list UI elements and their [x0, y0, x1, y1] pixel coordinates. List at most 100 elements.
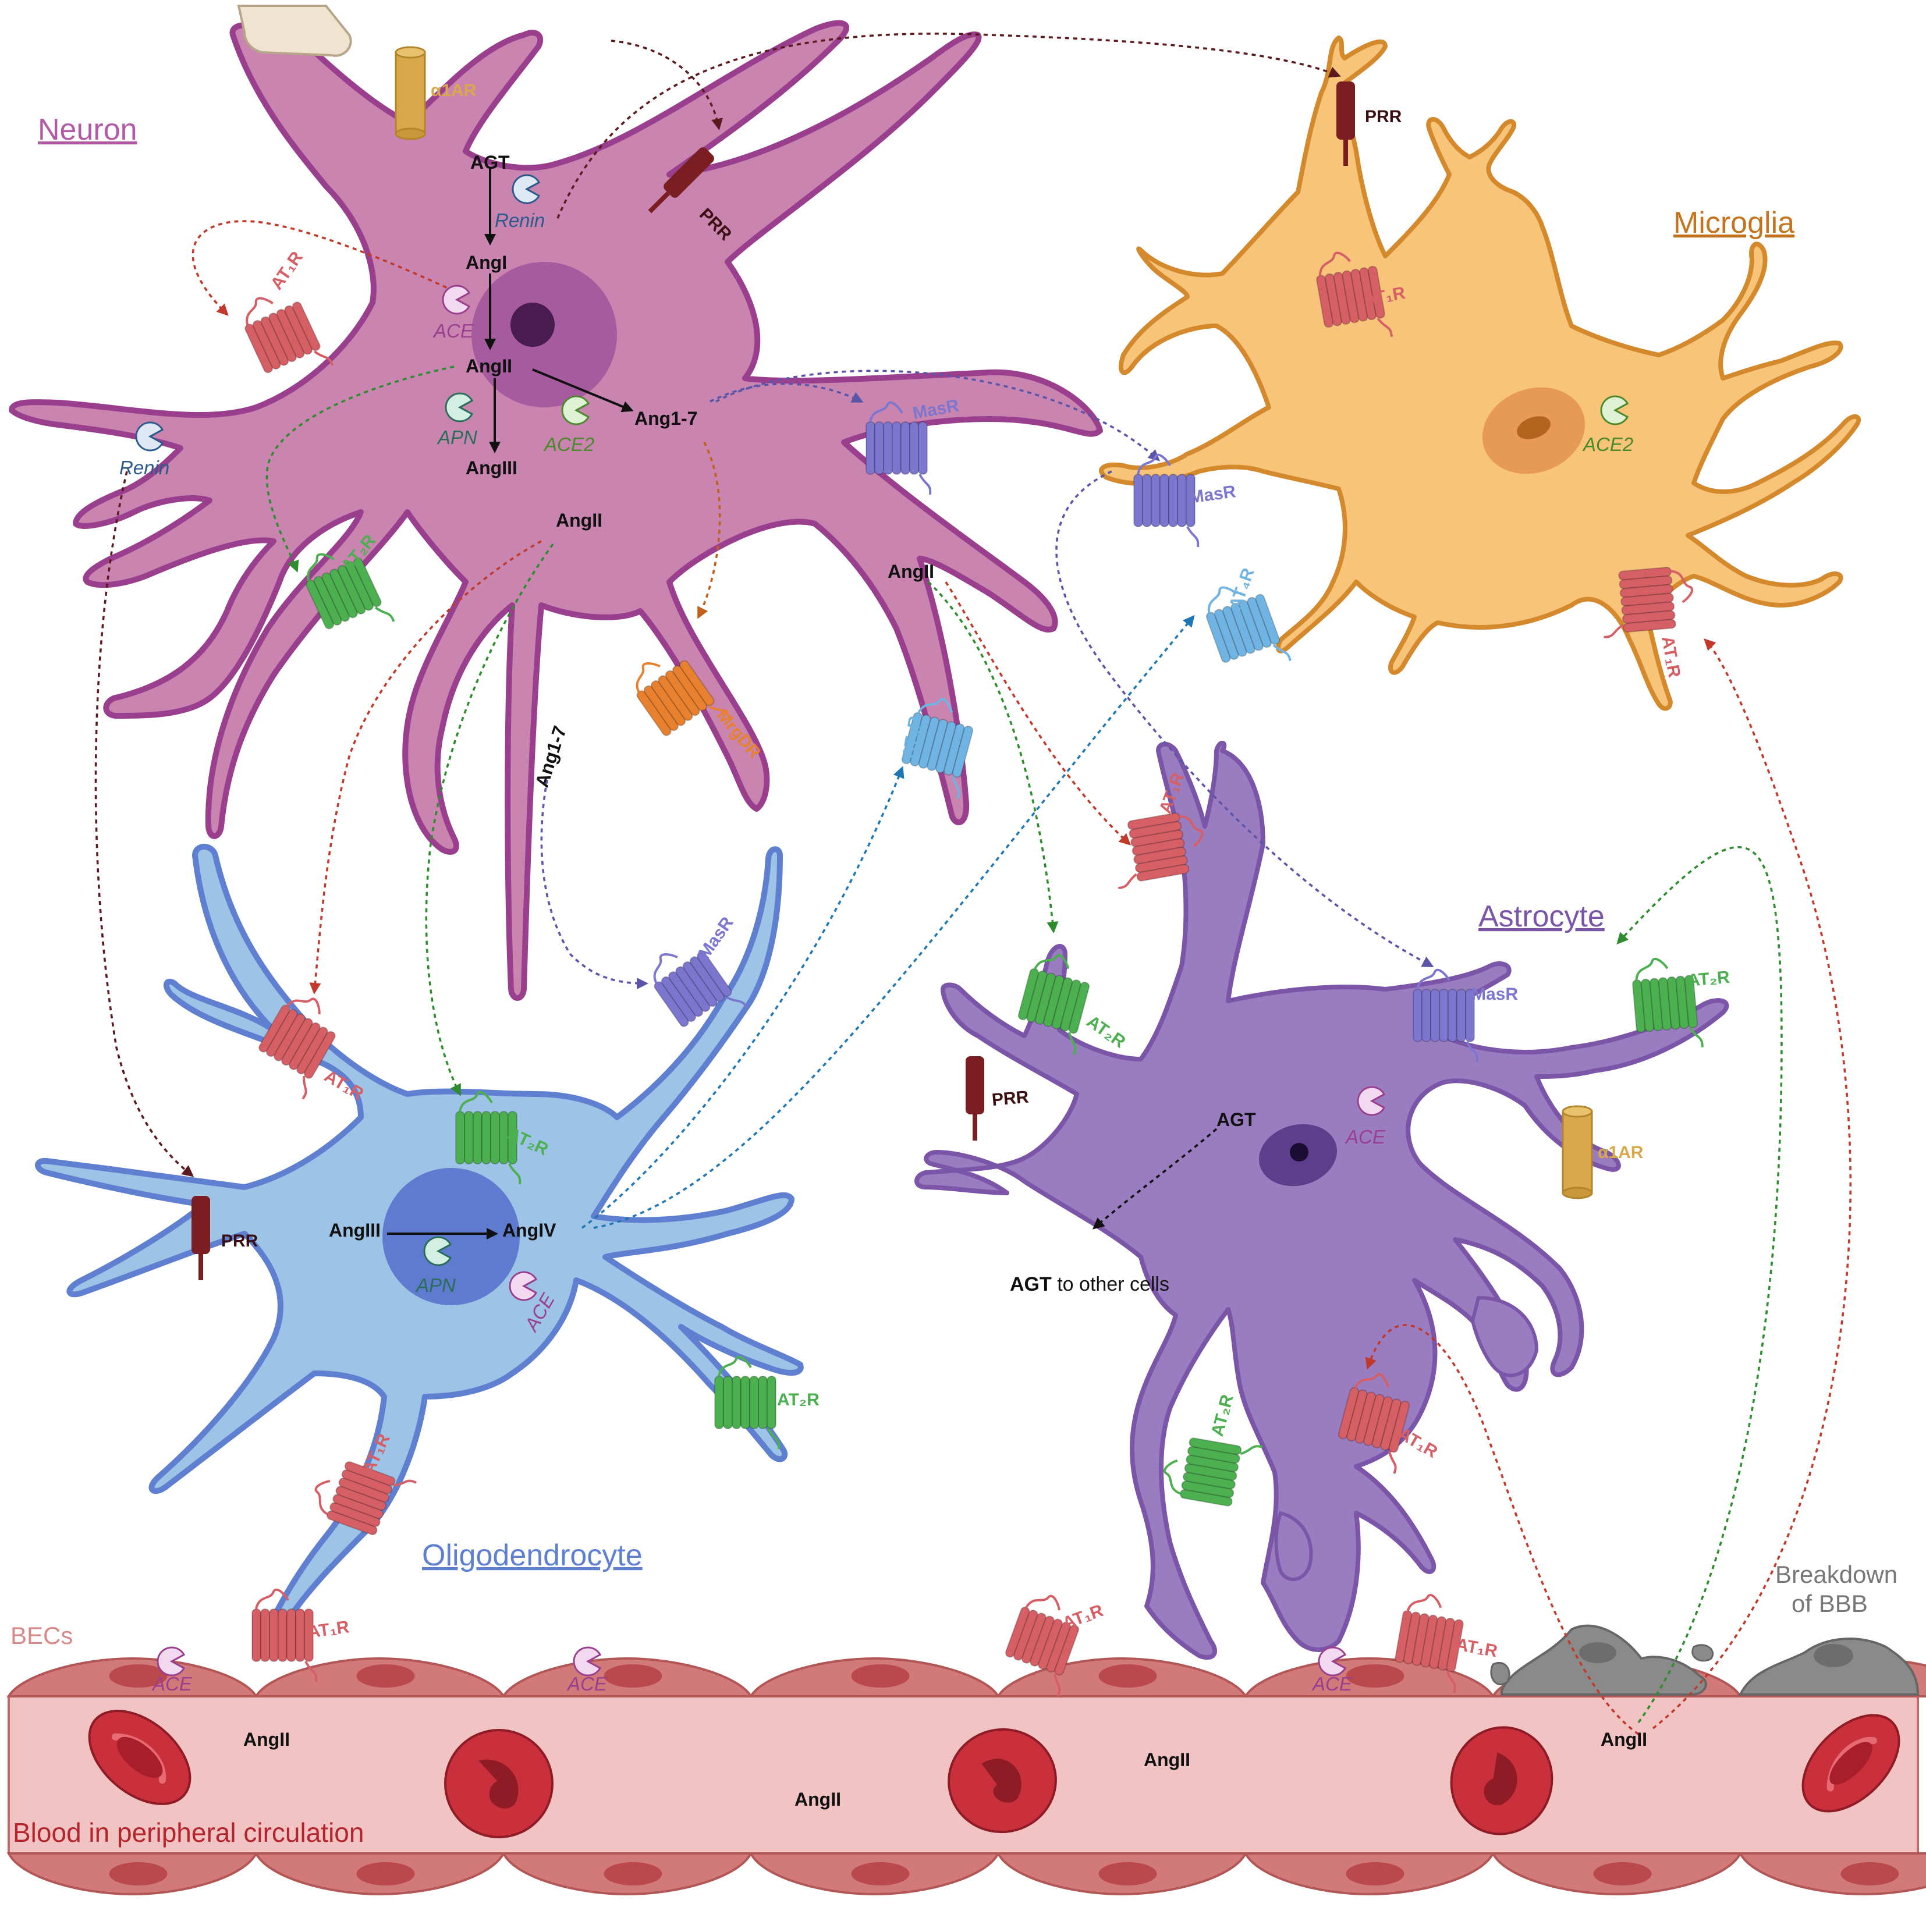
agt-label: AGT	[470, 152, 510, 173]
bec-cell	[749, 1852, 1001, 1896]
ace-enzyme	[573, 1646, 602, 1677]
apn-enzyme	[423, 1236, 452, 1266]
bec-cell	[1243, 1657, 1495, 1697]
receptors-layer: AT₁RAT₂RMasRMrgDRAT₁RMasRAT₄RAT₁RAT₄RAT₁…	[191, 46, 1731, 1697]
microglia-cell	[1099, 35, 1861, 711]
ace2-enzyme	[561, 395, 590, 425]
ace-enzyme	[442, 285, 471, 315]
at2r-receptor-label: AT₂R	[777, 1390, 820, 1409]
neuron-body	[9, 20, 1103, 1001]
agt-export-bold: AGT	[1010, 1273, 1052, 1295]
at1r-receptor-label: AT₁R	[1395, 1424, 1441, 1462]
masr-receptor	[866, 401, 932, 495]
red-blood-cells	[88, 1710, 1900, 1838]
at1r-receptor	[1316, 251, 1393, 337]
at1r-receptor	[1395, 1594, 1464, 1693]
at1r-receptor	[258, 997, 336, 1100]
a1ar-receptor-label: α1AR	[431, 81, 477, 100]
microglia-body	[1099, 35, 1861, 711]
angii-label: AngII	[243, 1729, 290, 1750]
prr-receptor	[648, 147, 714, 214]
astrocyte-cell	[914, 740, 1729, 1660]
neuron-pathway-arrows	[387, 169, 634, 1240]
at1r-receptor	[1118, 812, 1204, 890]
masr-receptor	[1413, 968, 1479, 1063]
masr-receptor-label: MasR	[1188, 482, 1237, 507]
at1r-receptor	[244, 297, 334, 374]
angii-label: AngII	[1601, 1729, 1647, 1750]
apn-enzyme	[445, 392, 474, 422]
masr-receptor	[653, 951, 749, 1027]
bec-cell	[996, 1852, 1248, 1896]
renin-enzyme-label: Renin	[495, 209, 545, 231]
at2r-receptor	[455, 1091, 522, 1185]
apn-enzyme-label: APN	[415, 1274, 456, 1296]
red-blood-cell	[444, 1729, 554, 1838]
a1ar-receptor-label: α1AR	[1598, 1143, 1644, 1162]
at2r-receptor	[1017, 954, 1090, 1055]
mrgdr-receptor	[636, 660, 731, 736]
red-blood-cell	[88, 1710, 191, 1805]
astrocyte-label: Astrocyte	[1478, 900, 1605, 933]
astrocyte-body	[914, 740, 1729, 1660]
masr-receptor	[1133, 453, 1200, 548]
at1r-receptor-label: AT₁R	[1455, 1635, 1499, 1661]
bec-cell	[1243, 1852, 1495, 1896]
red-blood-cell	[948, 1728, 1057, 1834]
damaged-endothelium	[1490, 1624, 1920, 1696]
neuron-cell	[9, 5, 1103, 1001]
ace-enzyme	[509, 1271, 538, 1301]
ace-enzyme-label: ACE	[1345, 1126, 1386, 1148]
agt-export-rest: to other cells	[1052, 1273, 1169, 1295]
angi-label: AngI	[466, 252, 507, 273]
oligodendrocyte-cell	[35, 844, 804, 1632]
ace-enzyme	[157, 1646, 186, 1677]
ace2-enzyme	[1600, 395, 1629, 425]
renin-enzyme	[512, 174, 541, 204]
bec-cell	[501, 1657, 753, 1697]
at2r-receptor	[306, 553, 395, 630]
angii-label: AngII	[1144, 1749, 1190, 1770]
blood-label: Blood in peripheral circulation	[13, 1817, 364, 1848]
neuron-label: Neuron	[38, 113, 137, 147]
signalling-arrows	[94, 33, 1851, 1735]
bec-cell	[749, 1657, 1001, 1697]
ace2-enzyme-label: ACE2	[1582, 434, 1633, 455]
prr-receptor-label: PRR	[221, 1231, 258, 1251]
red-blood-cell	[1450, 1726, 1553, 1835]
bec-cell	[501, 1852, 753, 1896]
becs-label: BECs	[10, 1622, 73, 1649]
prr-receptor-label: PRR	[1365, 107, 1402, 126]
masr-receptor-label: MasR	[1471, 985, 1518, 1004]
ace2-enzyme-label: ACE2	[543, 434, 594, 455]
oligodendrocyte-label: Oligodendrocyte	[422, 1539, 643, 1572]
ace-enzyme	[1357, 1086, 1386, 1116]
at1r-receptor	[251, 1588, 318, 1682]
angiii-label: AngIII	[466, 457, 517, 478]
ang17-label: Ang1-7	[531, 723, 570, 790]
blood-vessel	[6, 1624, 1926, 1896]
prr-receptor	[191, 1196, 210, 1280]
at1r-receptor	[314, 1461, 417, 1536]
bbb-label-line1: Breakdown	[1775, 1561, 1897, 1588]
angiv-label: AngIV	[502, 1220, 556, 1241]
angii-label: AngII	[794, 1789, 841, 1810]
renin-enzyme-label: Renin	[119, 457, 169, 478]
a1ar-receptor	[1562, 1105, 1593, 1199]
a1ar-receptor	[395, 46, 426, 140]
angiii-label: AngIII	[329, 1220, 381, 1241]
bec-cell	[1738, 1852, 1926, 1896]
at2r-receptor	[714, 1355, 781, 1450]
at2r-receptor-label: AT₂R	[1687, 968, 1731, 990]
agt-export-label: AGT to other cells	[1010, 1273, 1169, 1295]
bec-cell	[254, 1852, 506, 1896]
bec-cell	[6, 1657, 258, 1697]
at1r-receptor	[1005, 1594, 1080, 1697]
bbb-label-line2: of BBB	[1792, 1590, 1868, 1617]
masr-receptor-label: MasR	[695, 913, 737, 963]
angii-label: AngII	[466, 356, 512, 377]
ace-enzyme-label: ACE	[432, 320, 474, 342]
at2r-receptor	[1164, 1437, 1263, 1507]
